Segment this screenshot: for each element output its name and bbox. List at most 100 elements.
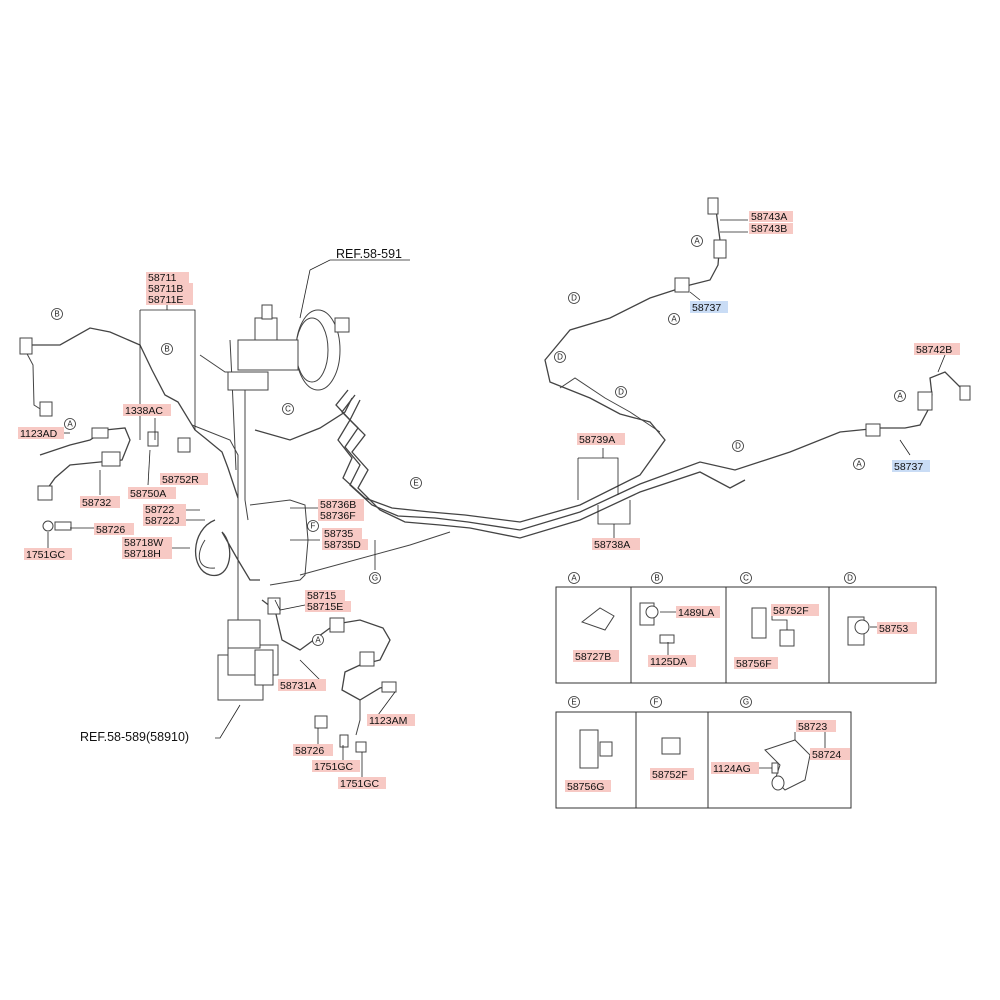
tube-loop [194,519,260,581]
hose-left-front [39,427,131,493]
callout-58739a: 58739A [579,434,615,446]
hose-rear-right [859,371,966,431]
callout-58737-a: 58737 [692,302,721,314]
callout-58735d: 58735D [324,539,361,551]
detail-g-part-3: 1124AG [713,763,751,775]
detail-b-part-2: 1125DA [650,656,687,668]
clip-58752f [779,629,795,647]
callout-58750a: 58750A [130,488,166,500]
callout-1751gc-a: 1751GC [26,549,66,561]
key-c-1: C [285,405,291,414]
left-hose-fittings [19,337,191,532]
key-d-4: D [735,442,741,451]
detail-e-part-1: 58756G [567,781,604,793]
callout-1338ac: 1338AC [125,405,163,417]
tube-rear-4 [559,377,661,433]
key-g-1: G [372,574,378,583]
callout-58732: 58732 [82,497,111,509]
callout-58722: 58722 [145,504,174,516]
master-cylinder-booster [227,304,350,391]
callout-58726-b: 58726 [295,745,324,757]
key-a-2: A [315,636,321,645]
detail-b-part-1: 1489LA [678,607,714,619]
detail-table-top: A B C D 58727B 1489LA 1125DA 58752F 5875… [555,572,937,684]
key-b-2: B [164,345,169,354]
ref-hecu: REF.58-589(58910) [80,730,189,744]
diagram-keys: B B A C E F G A D D D D A A A A [51,235,906,646]
detail-key-b: B [654,574,659,583]
callout-labels: 58711 58711B 58711E 1338AC 1123AD 58752R… [18,211,960,790]
callout-58743b: 58743B [751,223,787,235]
callout-58711: 58711 [148,272,177,284]
clip-58752f-f [661,737,681,755]
callout-58718w: 58718W [124,537,163,549]
hose-rear-left [689,209,721,286]
tube-g [299,531,451,576]
key-a-3: A [694,237,700,246]
right-side-fittings [267,197,971,753]
callout-58718h: 58718H [124,548,161,560]
tube-bracket [249,499,309,586]
key-d-1: D [571,294,577,303]
detail-g-part-2: 58724 [812,749,841,761]
key-a-4: A [671,315,677,324]
callout-58715: 58715 [307,590,336,602]
bracket-58756f [751,607,767,639]
key-a-5: A [897,392,903,401]
key-d-3: D [618,388,624,397]
tube-c [254,397,353,441]
key-e-1: E [413,479,418,488]
detail-table-bottom: E F G 58756G 58752F 58723 58724 1124AG [555,696,852,809]
tube-loop-inner [198,539,216,569]
callout-58752r: 58752R [162,474,199,486]
bolt-1125da [659,634,675,644]
tube-rear-1 [349,399,746,539]
hecu-unit [217,619,279,701]
callout-58711e: 58711E [148,294,183,306]
key-a-1: A [67,420,73,429]
callout-58722j: 58722J [145,515,179,527]
callout-1751gc-c: 1751GC [340,778,380,790]
detail-key-c: C [743,574,749,583]
callout-58715e: 58715E [307,601,343,613]
callout-58742b: 58742B [916,344,952,356]
detail-key-g: G [743,698,749,707]
detail-key-e: E [571,698,576,707]
callout-58726-a: 58726 [96,524,125,536]
detail-a-part-1: 58727B [575,651,611,663]
callout-58735: 58735 [324,528,353,540]
tube-mc-2 [191,424,239,660]
key-f-1: F [311,522,316,531]
tube-mc-3 [229,339,237,471]
detail-key-d: D [847,574,853,583]
callout-58737-b: 58737 [894,461,923,473]
callout-1751gc-b: 1751GC [314,761,354,773]
callout-58743a: 58743A [751,211,787,223]
callout-58736b: 58736B [320,499,356,511]
callout-58711b: 58711B [148,283,183,295]
detail-d-part-1: 58753 [879,623,908,635]
detail-f-part-1: 58752F [652,769,688,781]
key-b-1: B [54,310,59,319]
key-a-6: A [856,460,862,469]
callout-1123am: 1123AM [369,715,407,727]
callout-1123ad: 1123AD [20,428,58,440]
detail-key-a: A [571,574,577,583]
tube-rear-3 [335,284,691,523]
callout-58736f: 58736F [320,510,356,522]
clip-58727b [580,607,615,631]
detail-g-part-1: 58723 [798,721,827,733]
bracket-58756g [579,729,599,769]
tube-rear-2 [341,394,861,531]
callout-58738a: 58738A [594,539,630,551]
detail-key-f: F [654,698,659,707]
hose-rf-end [355,700,361,736]
detail-c-part-2: 58756F [736,658,772,670]
key-d-2: D [557,353,563,362]
tube-left-upper [22,327,239,499]
detail-c-part-1: 58752F [773,605,809,617]
callout-58731a: 58731A [280,680,316,692]
ref-booster: REF.58-591 [336,247,402,261]
